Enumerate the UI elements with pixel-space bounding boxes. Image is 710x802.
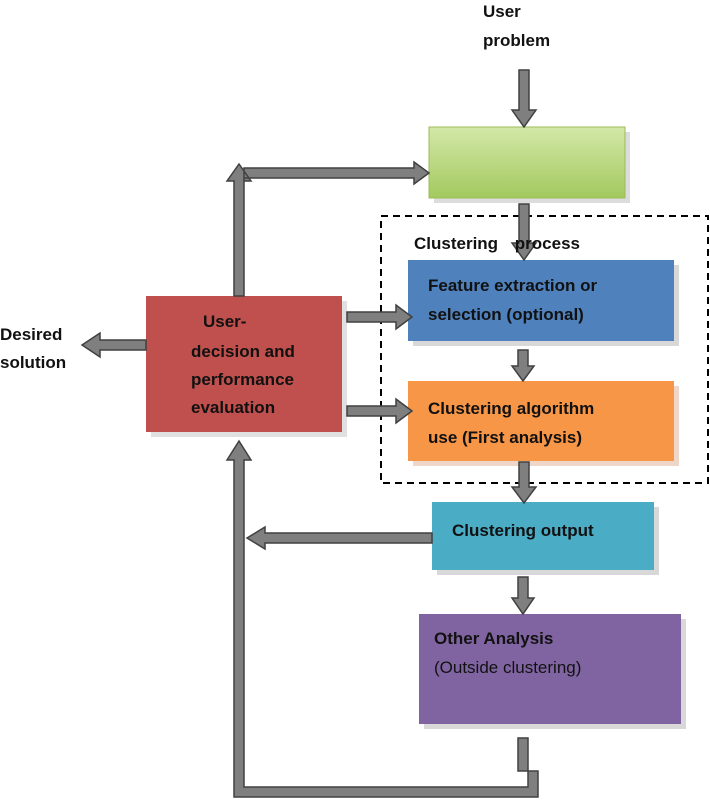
output-box (432, 502, 654, 570)
input-label-line2: problem (483, 31, 551, 50)
clustering-process-label: Clustering process (414, 234, 580, 253)
decision-box-label-line1: User- (203, 312, 247, 331)
decision-box (146, 296, 342, 432)
start-box (428, 126, 626, 199)
other-box-label-line1: Other Analysis (434, 629, 554, 648)
arrow-decision-to-algorithm (346, 397, 414, 425)
arrow-decision-to-feature (346, 303, 414, 331)
input-label-line1: User (483, 2, 521, 21)
algorithm-box (408, 381, 674, 461)
other-box-label-line2: (Outside clustering) (434, 658, 582, 677)
arrow-input-down (510, 69, 538, 129)
clustering-process-frame (380, 215, 709, 484)
decision-box-label-line4: evaluation (191, 398, 276, 417)
arrow-output-to-other (510, 576, 536, 616)
arrow-decision-to-solution (80, 331, 147, 359)
feature-box-label-line1: Feature extraction or (428, 276, 598, 295)
arrow-algorithm-to-output (510, 461, 538, 505)
decision-box-label-line2: decision and (191, 342, 295, 361)
arrow-feature-to-algorithm (510, 349, 536, 383)
result-label-line2: solution (0, 353, 67, 372)
arrow-decision-feedback-to-start (225, 160, 431, 297)
feature-box (408, 260, 674, 341)
arrow-other-feedback-to-decision (225, 439, 539, 798)
other-box (419, 614, 681, 724)
feature-box-label-line2: selection (optional) (428, 305, 584, 324)
algorithm-box-label-line1: Clustering algorithm (428, 399, 595, 418)
arrow-start-to-feature (510, 203, 538, 262)
result-label-line1: Desired (0, 325, 63, 344)
decision-box-label-line3: performance (191, 370, 294, 389)
arrow-output-to-feedback (245, 525, 433, 551)
algorithm-box-label-line2: use (First analysis) (428, 428, 583, 447)
output-box-label: Clustering output (452, 521, 594, 540)
